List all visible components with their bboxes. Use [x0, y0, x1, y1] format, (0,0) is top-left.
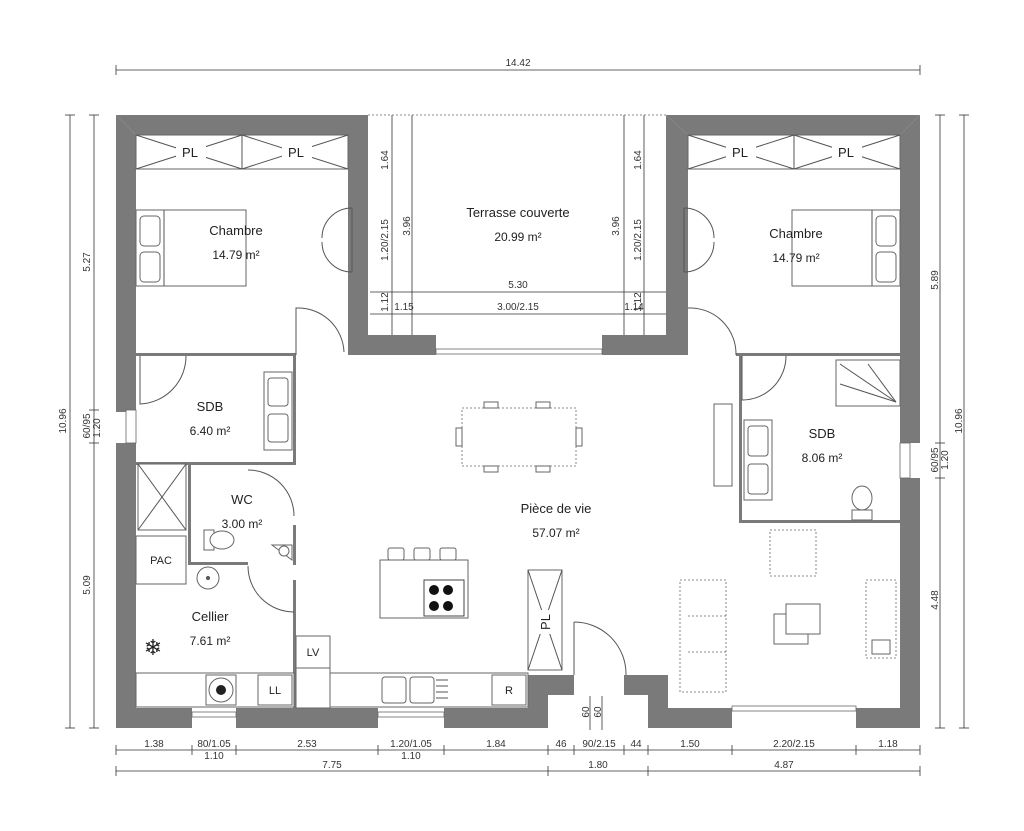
dim-bottom-1: 1.38 — [144, 739, 164, 750]
lv-label: LV — [307, 647, 320, 659]
dim-terrace-pillar-l: 1.12 — [380, 292, 391, 312]
room-area-chambre-right: 14.79 m² — [772, 251, 819, 265]
dim-entry-a: 60 — [581, 706, 592, 718]
dim-right-window-h: 1.20 — [940, 450, 951, 470]
room-name-wc: WC — [231, 492, 253, 507]
fridge-label: R — [505, 685, 513, 697]
wardrobe-label: PL — [838, 145, 854, 160]
ll-label: LL — [269, 685, 281, 697]
room-labels: Chambre 14.79 m² Terrasse couverte 20.99… — [190, 205, 843, 648]
room-area-sdb-left: 6.40 m² — [190, 424, 231, 438]
dim-left-window: 60/95 — [82, 413, 93, 438]
room-area-sdb-right: 8.06 m² — [802, 451, 843, 465]
dim-terrace-left-door: 1.20/2.15 — [380, 219, 391, 261]
pac-label: PAC — [150, 555, 172, 567]
dim-entry-b: 60 — [593, 706, 604, 718]
dim-terrace-width: 5.30 — [508, 280, 528, 291]
snowflake-icon: ❄ — [144, 635, 162, 660]
wardrobe-label: PL — [182, 145, 198, 160]
dim-total-width: 14.42 — [505, 58, 530, 69]
bed-left — [135, 209, 247, 287]
room-name-chambre-left: Chambre — [209, 223, 262, 238]
room-area-piece-de-vie: 57.07 m² — [532, 526, 579, 540]
dim-bottom-11: 1.18 — [878, 739, 898, 750]
dim-bottom-7: 90/2.15 — [582, 739, 616, 750]
cupboard-label: PL — [538, 614, 553, 630]
dim-bottom-10: 2.20/2.15 — [773, 739, 815, 750]
walls — [116, 115, 920, 728]
dim-bottom-total-mid: 1.80 — [588, 760, 608, 771]
dim-bottom-4: 1.20/1.05 — [390, 739, 432, 750]
dining-lounge — [455, 401, 897, 693]
dim-bottom-8: 44 — [630, 739, 642, 750]
dim-terrace-right-door: 1.20/2.15 — [633, 219, 644, 261]
room-name-piece-de-vie: Pièce de vie — [521, 501, 592, 516]
dim-terrace-left-depth: 1.64 — [380, 150, 391, 170]
wardrobe-label: PL — [732, 145, 748, 160]
dim-right-upper: 5.89 — [930, 270, 941, 290]
dim-terrace-left-total: 3.96 — [402, 216, 413, 236]
wardrobe-label: PL — [288, 145, 304, 160]
dim-bottom-9: 1.50 — [680, 739, 700, 750]
room-name-sdb-right: SDB — [809, 426, 836, 441]
dim-right-height: 10.96 — [954, 408, 965, 433]
kitchen: R PL — [329, 547, 563, 708]
dim-left-window-h: 1.20 — [92, 418, 103, 438]
dim-bottom-1b-a: 1.10 — [204, 751, 224, 762]
doors — [139, 207, 787, 676]
dimension-lines: 14.42 10.96 5.27 60/95 1.20 5.09 10.96 5… — [58, 58, 969, 776]
room-area-terrasse: 20.99 m² — [494, 230, 541, 244]
dim-terrace-right-total: 3.96 — [611, 216, 622, 236]
dim-bottom-5: 1.84 — [486, 739, 506, 750]
dim-bottom-3: 2.53 — [297, 739, 317, 750]
bed-right — [791, 209, 901, 287]
dim-right-lower: 4.48 — [930, 590, 941, 610]
room-name-chambre-right: Chambre — [769, 226, 822, 241]
dim-terrace-pillar-r: 1.12 — [633, 292, 644, 312]
dim-left-height: 10.96 — [58, 408, 69, 433]
room-name-terrasse: Terrasse couverte — [466, 205, 569, 220]
room-area-chambre-left: 14.79 m² — [212, 248, 259, 262]
dim-bottom-2: 80/1.05 — [197, 739, 231, 750]
room-area-cellier: 7.61 m² — [190, 634, 231, 648]
dim-right-window: 60/95 — [930, 447, 941, 472]
wardrobes: PL PL PL PL — [135, 134, 901, 170]
bathroom-fixtures — [137, 359, 901, 561]
dim-terrace-seg-l: 1.15 — [394, 302, 414, 313]
room-area-wc: 3.00 m² — [222, 517, 263, 531]
cellier-fixtures: PAC ❄ LL LV — [135, 535, 331, 709]
dim-bottom-1b-b: 1.10 — [401, 751, 421, 762]
dim-terrace-bay: 3.00/2.15 — [497, 302, 539, 313]
dim-left-upper: 5.27 — [82, 252, 93, 272]
dim-left-lower: 5.09 — [82, 575, 93, 595]
dim-terrace-right-depth: 1.64 — [633, 150, 644, 170]
room-name-sdb-left: SDB — [197, 399, 224, 414]
dim-bottom-6: 46 — [555, 739, 567, 750]
dim-bottom-total-left: 7.75 — [322, 760, 342, 771]
dim-bottom-total-right: 4.87 — [774, 760, 794, 771]
room-name-cellier: Cellier — [192, 609, 230, 624]
dim-terrace-seg-r: 1.14 — [624, 302, 644, 313]
